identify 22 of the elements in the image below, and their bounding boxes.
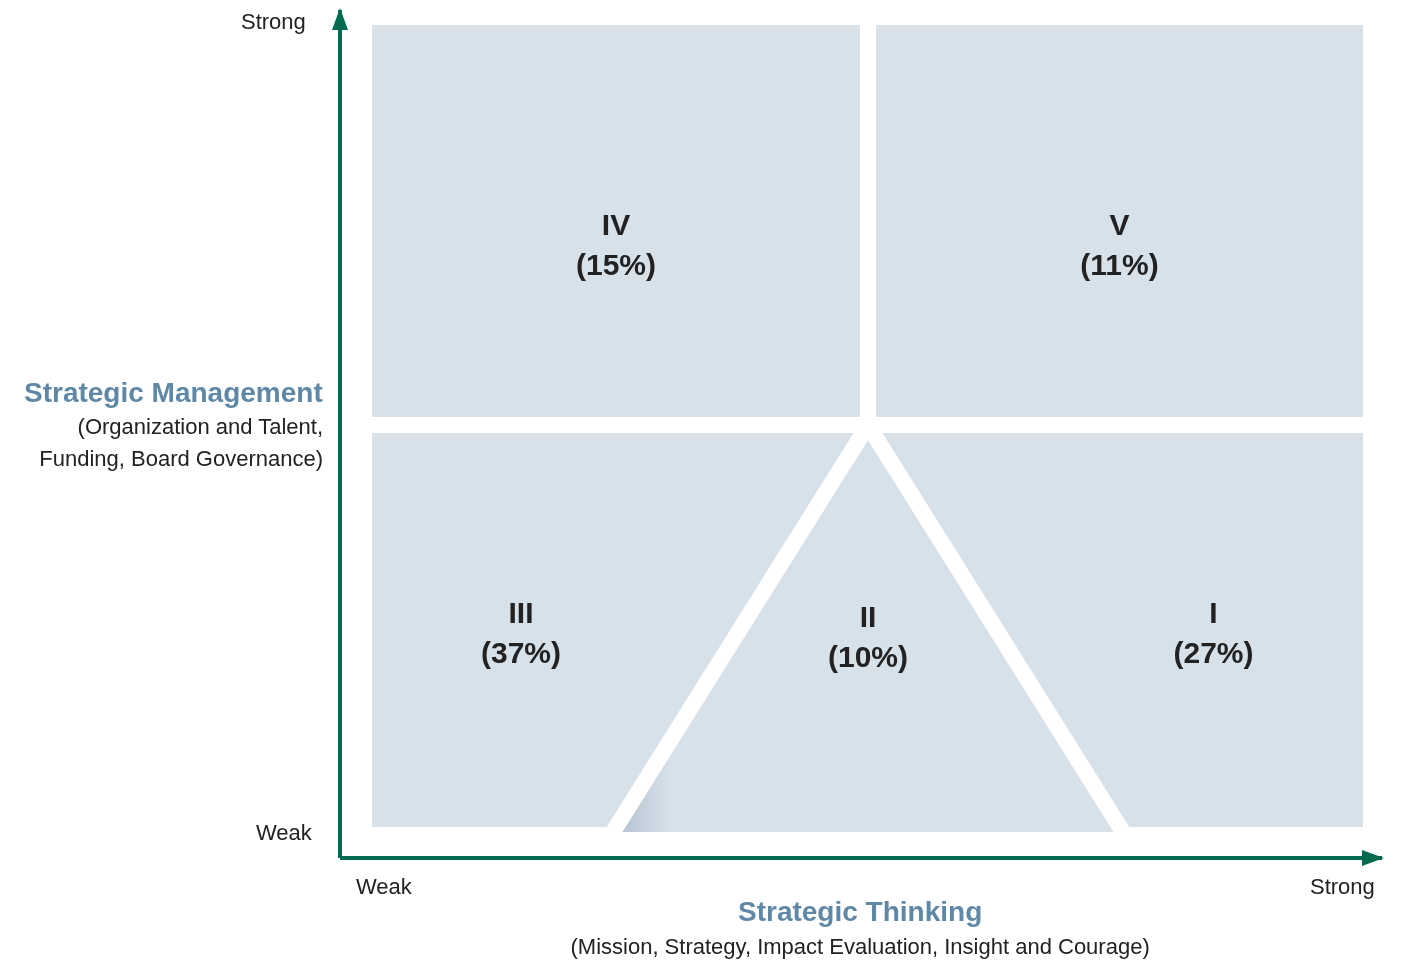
percentage-label: (11%) xyxy=(1080,247,1159,283)
roman-numeral-label: IV xyxy=(601,207,631,243)
axis-end-label: Weak xyxy=(356,873,412,901)
quadrant-box xyxy=(876,25,1363,417)
roman-numeral-label: I xyxy=(1209,595,1218,631)
percentage-label: (10%) xyxy=(828,639,908,675)
quadrant-box xyxy=(372,25,860,417)
axis-subtitle: (Organization and Talent, Funding, Board Governance) xyxy=(38,413,323,473)
roman-numeral-label: II xyxy=(859,599,877,635)
percentage-label: (15%) xyxy=(576,247,656,283)
roman-numeral-label: V xyxy=(1109,207,1130,243)
axis-title: Strategic Management xyxy=(24,377,323,409)
axis-title: Strategic Thinking xyxy=(738,896,983,928)
percentage-label: (37%) xyxy=(481,635,561,671)
quadrant-box xyxy=(1136,433,1363,827)
axis-end-label: Strong xyxy=(1310,873,1375,901)
quadrant-box xyxy=(372,433,600,827)
axis-end-label: Strong xyxy=(241,8,306,36)
axis-end-label: Weak xyxy=(256,819,312,847)
axis-subtitle: (Mission, Strategy, Impact Evaluation, Insight and Courage) xyxy=(570,933,1150,961)
roman-numeral-label: III xyxy=(508,595,534,631)
percentage-label: (27%) xyxy=(1173,635,1254,671)
